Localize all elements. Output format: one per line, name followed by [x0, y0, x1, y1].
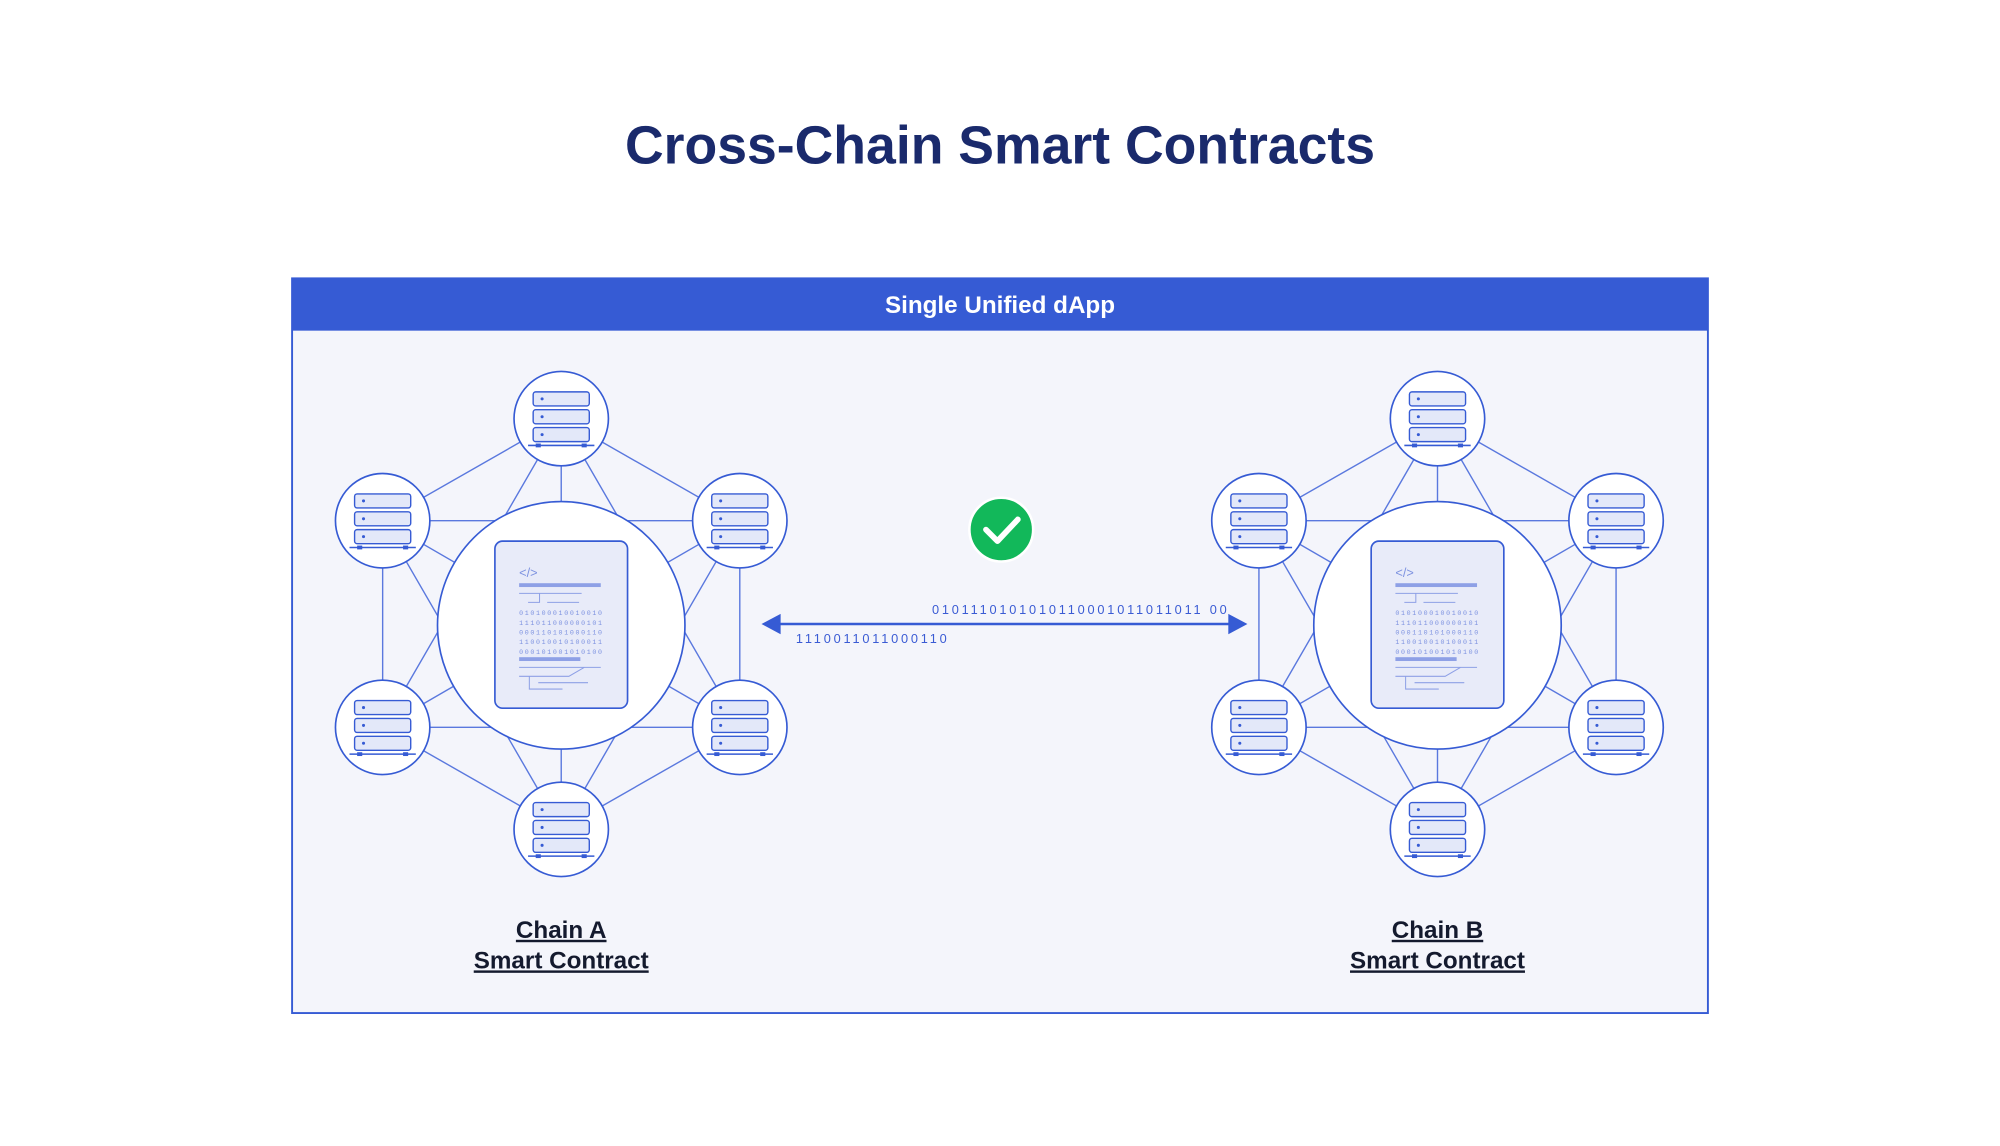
server-node: [334, 472, 431, 569]
document-binary-line: 000101001010100: [1395, 648, 1480, 656]
server-icon: [349, 699, 416, 757]
server-node: [1568, 472, 1665, 569]
server-icon: [706, 493, 773, 550]
server-icon: [528, 801, 595, 859]
chain-a-network: </> 010100010010010 1110110000001010001101…: [334, 370, 788, 878]
server-node: [691, 679, 788, 776]
code-tag: </>: [1395, 565, 1413, 580]
top-binary-stream: 0101110101010110001011011011 00: [932, 602, 1230, 617]
server-icon: [1582, 493, 1650, 550]
page-title: Cross-Chain Smart Contracts: [625, 117, 1375, 176]
server-icon: [1582, 699, 1650, 757]
code-tag: </>: [519, 565, 537, 580]
document-binary-line: 000110101000110: [1395, 628, 1480, 636]
dapp-header-label: Single Unified dApp: [885, 292, 1115, 319]
server-node: [1389, 370, 1486, 467]
transfer-arrow: [761, 613, 1248, 635]
document-binary-line: 110010010100011: [519, 638, 604, 646]
server-node: [1389, 781, 1486, 878]
server-icon: [1404, 801, 1471, 859]
smart-contract-document-icon: </> 010100010010010 1110110000001010001101…: [494, 540, 629, 710]
document-binary-line: 111011000000101: [519, 619, 604, 627]
server-node: [691, 472, 788, 569]
document-binary-line: 110010010100011: [1395, 638, 1480, 646]
document-binary-line: 111011000000101: [1395, 619, 1480, 627]
server-node: [1568, 679, 1665, 776]
dapp-header: [292, 278, 1708, 331]
document-binary-line: 000110101000110: [519, 628, 604, 636]
server-icon: [1404, 391, 1471, 448]
chain-b-name: Chain B: [1392, 917, 1483, 944]
server-icon: [528, 391, 595, 448]
server-node: [334, 679, 431, 776]
server-icon: [1225, 699, 1293, 757]
server-icon: [1225, 493, 1293, 550]
document-binary-line: 000101001010100: [519, 648, 604, 656]
bottom-binary-stream: 1110011011000110: [796, 631, 950, 646]
server-node: [1210, 679, 1307, 776]
check-circle-icon: [968, 496, 1035, 563]
document-binary-line: 010100010010010: [1395, 609, 1480, 617]
chain-a-subtitle: Smart Contract: [474, 947, 649, 974]
chain-b-network: </> 010100010010010 1110110000001010001101…: [1210, 370, 1665, 878]
smart-contract-document-icon: </> 010100010010010 1110110000001010001101…: [1370, 540, 1505, 710]
document-binary-line: 010100010010010: [519, 609, 604, 617]
server-node: [513, 370, 610, 467]
server-icon: [706, 699, 773, 757]
chain-b-subtitle: Smart Contract: [1350, 947, 1525, 974]
server-icon: [349, 493, 416, 550]
server-node: [513, 781, 610, 878]
chain-a-name: Chain A: [516, 917, 607, 944]
server-node: [1210, 472, 1307, 569]
